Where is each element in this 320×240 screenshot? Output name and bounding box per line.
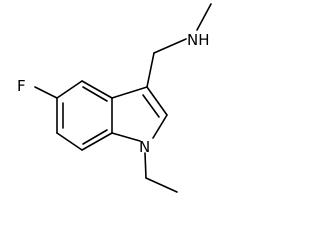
bond-ch2-nh bbox=[153, 38, 187, 54]
molecule-structure-canvas: F N NH bbox=[17, 3, 212, 193]
bond-nh-methyl bbox=[196, 3, 212, 31]
bond-c6-c7 bbox=[56, 132, 83, 151]
bond-c3-ch2 bbox=[146, 52, 155, 88]
bond-n1-ethyl-ch2 bbox=[144, 152, 147, 179]
bond-c3a-c4 bbox=[81, 80, 113, 99]
bond-c2-n1 bbox=[152, 114, 168, 139]
ring-nitrogen-label: N bbox=[139, 138, 150, 156]
amine-nitrogen-label: NH bbox=[187, 31, 210, 49]
fluorine-label: F bbox=[17, 77, 26, 95]
bond-c3-c2 bbox=[146, 86, 168, 116]
bond-ethyl-ch2-ch3 bbox=[145, 177, 178, 193]
double-bond-c3-c2 bbox=[142, 94, 160, 118]
bond-c4-c5 bbox=[56, 80, 83, 99]
bond-c7-c7a bbox=[81, 132, 113, 151]
bond-n1-c7a bbox=[111, 132, 141, 142]
bond-c5-f bbox=[34, 86, 58, 99]
bond-c3a-c3 bbox=[111, 86, 148, 99]
double-bond-c3a-c4 bbox=[82, 86, 108, 102]
molecule-structure-drawing: F N NH bbox=[17, 3, 212, 193]
double-bond-c7-c7a bbox=[82, 129, 108, 145]
